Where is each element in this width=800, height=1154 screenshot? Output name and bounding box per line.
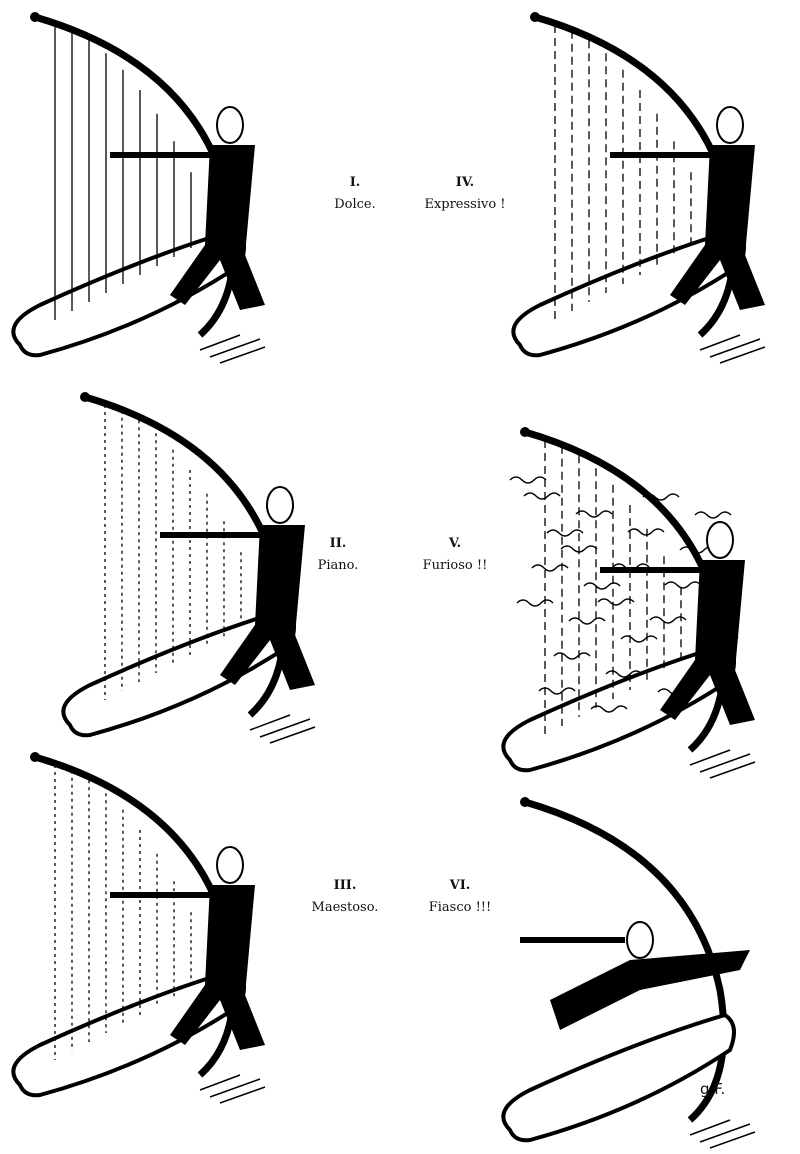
caption-fiasco: VI. Fiasco !!! [400, 875, 520, 919]
caption-furioso: V. Furioso !! [395, 533, 515, 577]
ground-shading [689, 1119, 756, 1149]
harpist-head [706, 521, 734, 559]
harp-scroll [30, 12, 40, 22]
harpist-illustration [501, 797, 756, 1149]
caption-expressivo: IV. Expressivo ! [405, 172, 525, 216]
harpist-illustration [511, 12, 766, 364]
ground-shading [699, 334, 766, 364]
harp-scroll [80, 392, 90, 402]
harp-scroll [520, 427, 530, 437]
motion-scribble [575, 510, 613, 518]
harpist-head [216, 846, 244, 884]
harpist-body [170, 145, 265, 310]
harpist-body [550, 950, 750, 1030]
caption-title: Furioso !! [422, 558, 488, 573]
harpist-head [716, 106, 744, 144]
ground-shading [199, 334, 266, 364]
panel-piano [50, 385, 350, 745]
caption-title: Dolce. [334, 197, 376, 212]
artist-signature: g.F. [700, 1080, 726, 1098]
caption-dolce: I. Dolce. [295, 172, 415, 216]
ground-shading [199, 1074, 266, 1104]
caption-numeral: I. [349, 175, 361, 190]
motion-scribble [531, 564, 569, 572]
motion-scribble [583, 582, 621, 590]
harp-scroll [530, 12, 540, 22]
harpist-illustration [11, 12, 266, 364]
panel-expressivo [500, 5, 800, 365]
motion-scribble [523, 492, 561, 500]
harpist-body [660, 560, 755, 725]
caption-numeral: II. [329, 536, 347, 551]
harpist-body [170, 885, 265, 1050]
motion-scribble [546, 529, 584, 537]
motion-scribble [560, 545, 598, 553]
motion-scribble [553, 652, 591, 660]
motion-scribble [627, 528, 665, 536]
harp-soundboard [501, 1012, 736, 1143]
harp-scroll [30, 752, 40, 762]
motion-scribble [620, 635, 658, 643]
harpist-illustration [61, 392, 316, 744]
harpist-head [266, 486, 294, 524]
caption-numeral: IV. [455, 175, 475, 190]
motion-scribble [590, 705, 628, 713]
caption-title: Maestoso. [311, 900, 379, 915]
panel-furioso [490, 420, 790, 780]
motion-scribble [664, 581, 702, 589]
ground-shading [689, 749, 756, 779]
caption-title: Piano. [317, 558, 359, 573]
motion-scribble [694, 511, 732, 519]
harpist-head [626, 921, 654, 959]
harp-scroll [520, 797, 530, 807]
caption-maestoso: III. Maestoso. [285, 875, 405, 919]
caption-title: Expressivo ! [424, 197, 506, 212]
motion-scribble [568, 617, 606, 625]
panel-dolce [0, 5, 300, 365]
caption-piano: II. Piano. [278, 533, 398, 577]
harpist-illustration [11, 752, 266, 1104]
harpist-head [216, 106, 244, 144]
motion-scribble [597, 598, 635, 606]
motion-scribble [516, 599, 554, 607]
motion-scribble [509, 476, 547, 484]
panel-fiasco [490, 790, 790, 1150]
caption-title: Fiasco !!! [428, 900, 492, 915]
motion-scribble [605, 670, 643, 678]
motion-scribble [538, 687, 576, 695]
harpist-body [220, 525, 315, 690]
harpist-illustration [501, 427, 756, 779]
ground-shading [249, 714, 316, 744]
panel-maestoso [0, 745, 300, 1105]
harpist-body [670, 145, 765, 310]
caption-numeral: VI. [449, 878, 471, 893]
motion-scribble [649, 616, 687, 624]
caption-numeral: V. [448, 536, 462, 551]
caption-numeral: III. [333, 878, 357, 893]
motion-scribble [642, 493, 680, 501]
